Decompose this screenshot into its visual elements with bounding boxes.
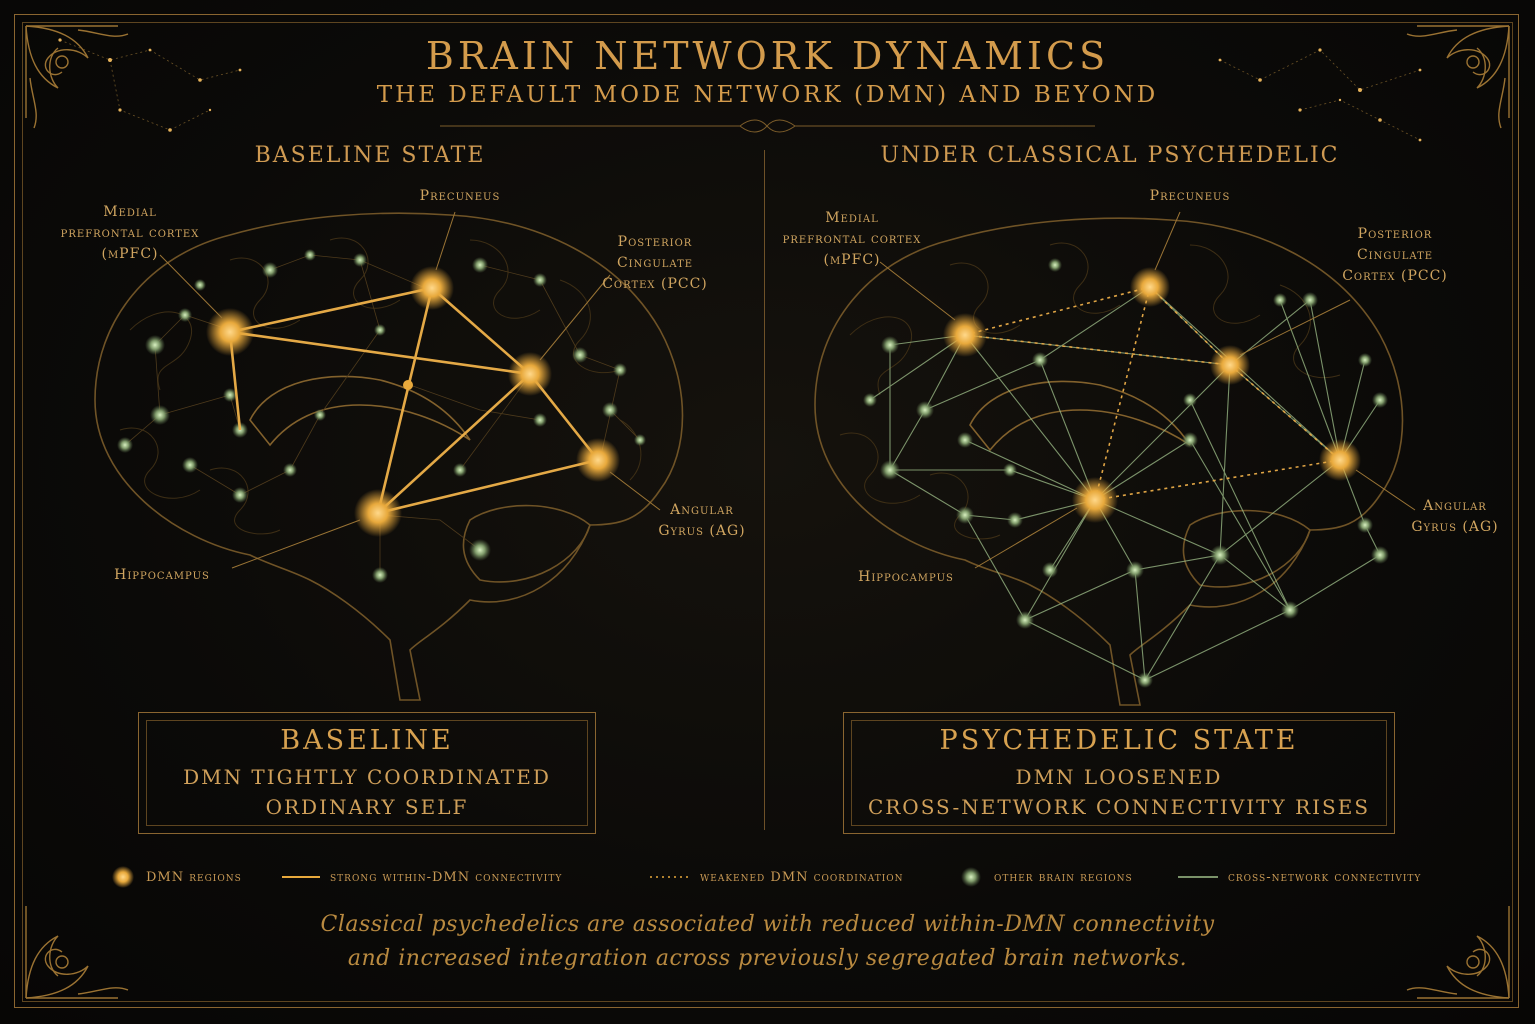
right-pcc-node xyxy=(1210,345,1250,385)
corner-ornament-bottom-right xyxy=(1406,906,1510,999)
left-label-pcc: Posterior Cingulate Cortex (PCC) xyxy=(602,234,708,292)
main-title: BRAIN NETWORK DYNAMICS xyxy=(425,34,1110,78)
caption-line1: Classical psychedelics are associated wi… xyxy=(320,912,1215,937)
legend-other-label: other brain regions xyxy=(994,869,1133,885)
left-label-mpfc: Medial prefrontal cortex (mPFC) xyxy=(60,204,200,262)
right-dmn-nodes xyxy=(943,267,1361,523)
left-mpfc-node xyxy=(206,308,254,356)
legend-strong: strong within-DMN connectivity xyxy=(282,866,562,888)
left-label-hippocampus: Hippocampus xyxy=(114,567,210,583)
left-hippocampus-node xyxy=(354,489,402,537)
legend-dmn-regions-label: DMN regions xyxy=(146,869,242,885)
right-other-nodes xyxy=(863,258,1389,688)
outer-frame xyxy=(14,14,1519,1008)
legend-cross: cross-network connectivity xyxy=(1178,866,1421,888)
right-hippocampus-node xyxy=(1072,477,1118,523)
left-ag-node xyxy=(576,438,620,482)
left-pcc-node xyxy=(508,352,552,396)
psychedelic-summary-box: PSYCHEDELIC STATE DMN LOOSENED CROSS-NET… xyxy=(843,712,1395,834)
baseline-box-line1: DMN TIGHTLY COORDINATED xyxy=(183,765,551,789)
caption-line2: and increased integration across previou… xyxy=(347,946,1188,971)
right-label-ag: Angular Gyrus (AG) xyxy=(1411,498,1499,535)
baseline-heading: BASELINE STATE xyxy=(254,143,486,168)
legend-weakened: weakened DMN coordination xyxy=(650,866,904,888)
legend-strong-label: strong within-DMN connectivity xyxy=(330,869,563,885)
solid-green-line-icon xyxy=(1178,876,1218,878)
subtitle: THE DEFAULT MODE NETWORK (DMN) AND BEYON… xyxy=(376,82,1159,108)
psychedelic-box-title: PSYCHEDELIC STATE xyxy=(939,725,1299,756)
left-label-precuneus: Precuneus xyxy=(419,188,501,204)
psychedelic-box-line1: DMN LOOSENED xyxy=(1015,765,1223,789)
right-precuneus-node xyxy=(1130,267,1170,307)
inner-frame xyxy=(22,22,1513,1002)
right-label-mpfc: Medial prefrontal cortex (mPFC) xyxy=(782,210,922,268)
right-ag-node xyxy=(1319,439,1361,481)
psychedelic-heading: UNDER CLASSICAL PSYCHEDELIC xyxy=(880,143,1340,168)
legend-cross-label: cross-network connectivity xyxy=(1228,869,1422,885)
legend-other: other brain regions xyxy=(958,866,1133,888)
baseline-box-title: BASELINE xyxy=(280,725,454,756)
right-brain xyxy=(814,217,1404,706)
right-label-precuneus: Precuneus xyxy=(1149,188,1231,204)
dmn-node-icon xyxy=(112,866,134,888)
corner-ornament-bottom-left xyxy=(25,906,129,999)
psychedelic-box-line2: CROSS-NETWORK CONNECTIVITY RISES xyxy=(867,795,1371,819)
left-dmn-nodes xyxy=(206,266,620,537)
dotted-gold-line-icon xyxy=(650,876,690,878)
right-weakened-dmn-links xyxy=(964,286,1341,501)
left-label-ag: Angular Gyrus (AG) xyxy=(658,502,746,539)
right-mpfc-node xyxy=(943,313,987,357)
baseline-summary-box: BASELINE DMN TIGHTLY COORDINATED ORDINAR… xyxy=(138,712,596,834)
corner-ornament-top-left xyxy=(25,25,129,129)
left-precuneus-node xyxy=(410,266,454,310)
left-dmn-strong-links xyxy=(228,286,600,515)
other-node-icon xyxy=(961,867,981,887)
baseline-box-line2: ORDINARY SELF xyxy=(265,795,469,819)
corner-ornament-top-right xyxy=(1406,25,1510,129)
panel-divider xyxy=(764,150,765,830)
legend-dmn-regions: DMN regions xyxy=(110,866,242,888)
right-label-hippocampus: Hippocampus xyxy=(858,569,954,585)
legend-weakened-label: weakened DMN coordination xyxy=(700,869,904,885)
solid-gold-line-icon xyxy=(282,876,320,878)
right-label-pcc: Posterior Cingulate Cortex (PCC) xyxy=(1342,226,1448,284)
